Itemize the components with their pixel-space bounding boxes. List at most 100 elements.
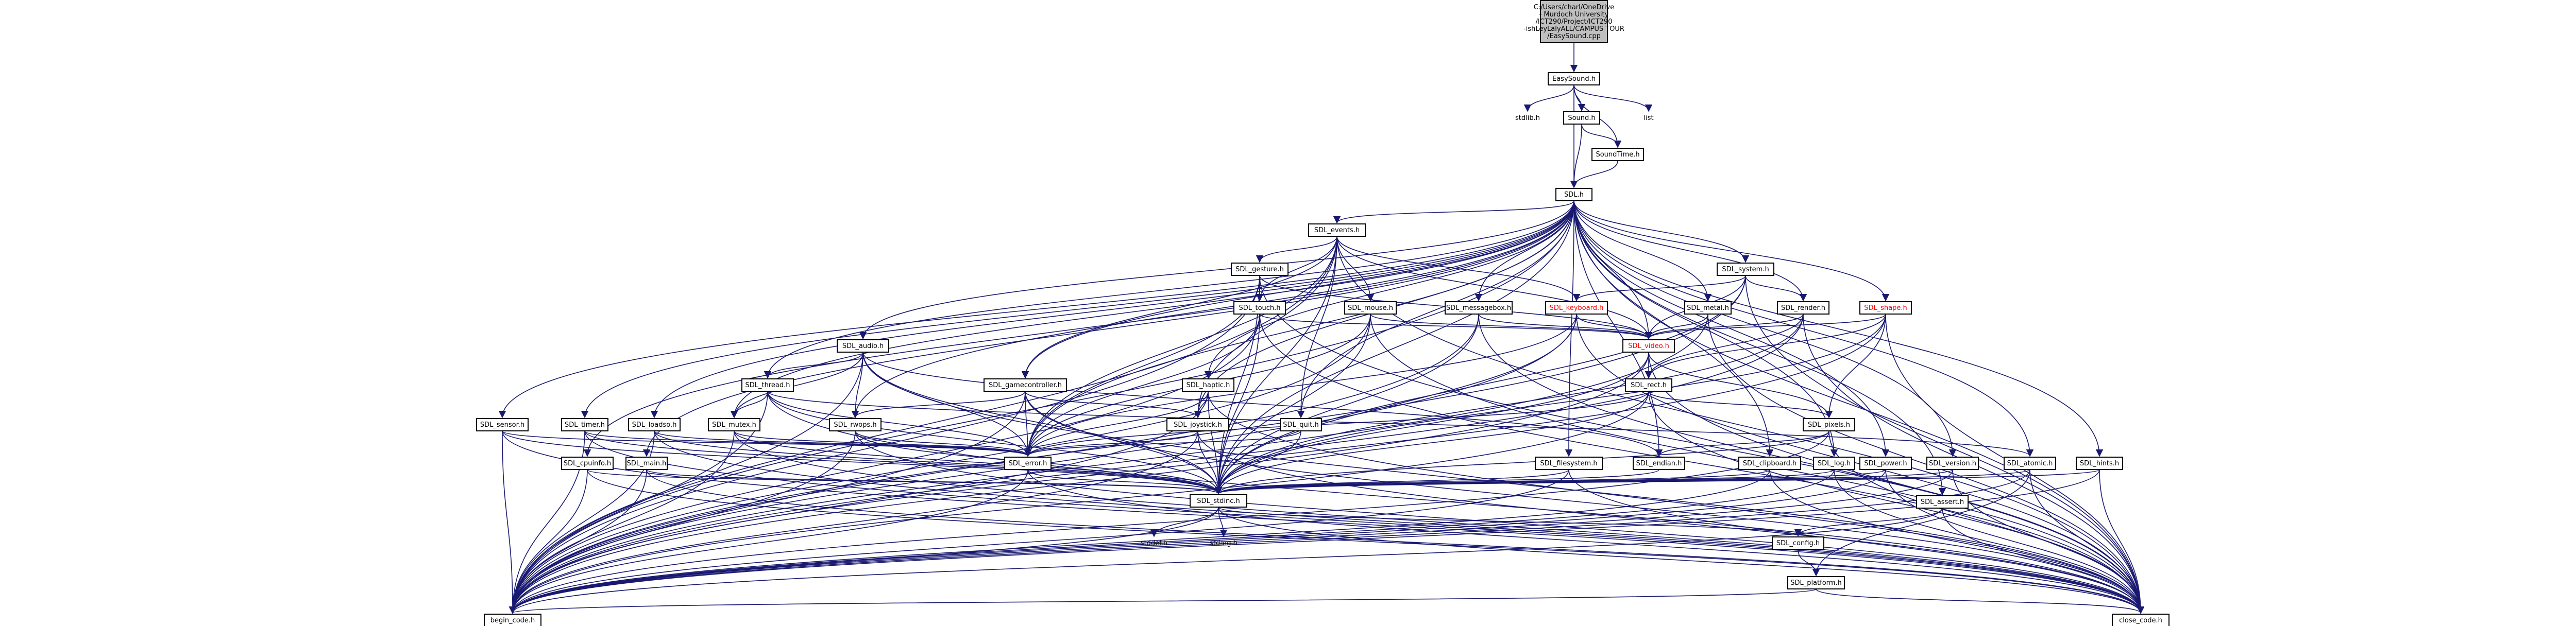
edge-sdl_h-to-audio_h bbox=[859, 200, 1574, 340]
node-events-h[interactable]: SDL_events.h bbox=[1308, 223, 1366, 237]
edge-log_h-to-begin_code_h bbox=[509, 469, 1835, 614]
node-box bbox=[484, 614, 541, 626]
node-metal-h[interactable]: SDL_metal.h bbox=[1684, 301, 1732, 315]
node-sensor-h[interactable]: SDL_sensor.h bbox=[476, 418, 529, 431]
edge-cpuinfo_h-to-close_code_h bbox=[587, 469, 2144, 614]
node-label: close_code.h bbox=[2119, 617, 2162, 624]
edge-sdl_h-to-mutex_h bbox=[730, 200, 1574, 419]
edge-events_h-to-error_h bbox=[1024, 236, 1337, 457]
node-cpuinfo-h[interactable]: SDL_cpuinfo.h bbox=[561, 457, 614, 470]
edge-thread_h-to-error_h bbox=[767, 391, 1032, 457]
edge-gamecontroller_h-to-stdinc_h bbox=[1025, 391, 1223, 495]
node-keyboard-h[interactable]: SDL_keyboard.h bbox=[1545, 301, 1608, 315]
node-audio-h[interactable]: SDL_audio.h bbox=[837, 339, 889, 353]
edge-error_h-to-stdinc_h bbox=[1027, 469, 1223, 495]
node-box bbox=[1280, 418, 1322, 431]
node-label: SDL_keyboard.h bbox=[1550, 304, 1604, 312]
node-touch-h[interactable]: SDL_touch.h bbox=[1233, 301, 1286, 315]
node-label: begin_code.h bbox=[490, 617, 535, 624]
node-label: /EasySound.cpp bbox=[1547, 32, 1601, 40]
edge-keyboard_h-to-error_h bbox=[1024, 314, 1577, 457]
edge-loadso_h-to-close_code_h bbox=[654, 430, 2144, 614]
edge-platform_h-to-begin_code_h bbox=[509, 588, 1817, 614]
node-platform-h[interactable]: SDL_platform.h bbox=[1787, 576, 1845, 589]
node-mouse-h[interactable]: SDL_mouse.h bbox=[1344, 301, 1397, 315]
node-pixels-h[interactable]: SDL_pixels.h bbox=[1803, 418, 1855, 431]
node-atomic-h[interactable]: SDL_atomic.h bbox=[2004, 457, 2056, 470]
node-thread-h[interactable]: SDL_thread.h bbox=[741, 378, 794, 392]
node-label: SDL_config.h bbox=[1776, 540, 1820, 547]
node-soundtime-h[interactable]: SoundTime.h bbox=[1591, 148, 1644, 161]
node-box bbox=[1916, 495, 1969, 509]
node-gesture-h[interactable]: SDL_gesture.h bbox=[1231, 263, 1289, 276]
edge-video_h-to-close_code_h bbox=[1648, 352, 2145, 614]
node-root[interactable]: C:/Users/charl/OneDrive- Murdoch Univers… bbox=[1523, 0, 1624, 43]
edge-atomic_h-to-close_code_h bbox=[2029, 469, 2145, 614]
node-render-h[interactable]: SDL_render.h bbox=[1777, 301, 1829, 315]
edge-events_h-to-close_code_h bbox=[1336, 236, 2145, 614]
node-rwops-h[interactable]: SDL_rwops.h bbox=[829, 418, 882, 431]
node-close-code-h[interactable]: close_code.h bbox=[2112, 614, 2170, 626]
node-mutex-h[interactable]: SDL_mutex.h bbox=[708, 418, 760, 431]
edge-loadso_h-to-error_h bbox=[654, 430, 1031, 457]
node-power-h[interactable]: SDL_power.h bbox=[1859, 457, 1912, 470]
node-log-h[interactable]: SDL_log.h bbox=[1813, 457, 1855, 470]
node-label: SDL_rwops.h bbox=[834, 421, 876, 429]
edge-hints_h-to-begin_code_h bbox=[509, 469, 2100, 614]
node-filesystem-h[interactable]: SDL_filesystem.h bbox=[1535, 457, 1603, 470]
edge-metal_h-to-begin_code_h bbox=[509, 314, 1708, 614]
node-box bbox=[1717, 263, 1774, 276]
edge-rect_h-to-stdinc_h bbox=[1214, 391, 1649, 495]
edge-sensor_h-to-stdinc_h bbox=[502, 430, 1222, 495]
node-stdinc-h[interactable]: SDL_stdinc.h bbox=[1190, 494, 1247, 508]
node-error-h[interactable]: SDL_error.h bbox=[1004, 457, 1052, 470]
node-label: SDL_error.h bbox=[1009, 460, 1047, 467]
node-box bbox=[476, 418, 529, 431]
node-main-h[interactable]: SDL_main.h bbox=[625, 457, 668, 470]
node-label: SDL_power.h bbox=[1864, 460, 1907, 467]
node-box bbox=[2112, 614, 2170, 626]
edge-cpuinfo_h-to-begin_code_h bbox=[509, 469, 588, 614]
node-video-h[interactable]: SDL_video.h bbox=[1622, 339, 1675, 353]
node-box bbox=[2004, 457, 2056, 470]
node-system-h[interactable]: SDL_system.h bbox=[1717, 263, 1774, 276]
node-label: SDL_clipboard.h bbox=[1743, 460, 1797, 467]
node-quit-h[interactable]: SDL_quit.h bbox=[1280, 418, 1322, 431]
node-joystick-h[interactable]: SDL_joystick.h bbox=[1166, 418, 1229, 431]
node-endian-h[interactable]: SDL_endian.h bbox=[1633, 457, 1685, 470]
node-box bbox=[1182, 378, 1234, 392]
node-label: SDL_shape.h bbox=[1864, 304, 1907, 312]
node-label: SDL_mouse.h bbox=[1348, 304, 1393, 312]
edge-timer_h-to-stdinc_h bbox=[584, 430, 1222, 495]
edge-mouse_h-to-video_h bbox=[1370, 314, 1652, 340]
node-box bbox=[1563, 111, 1600, 125]
node-gamecontroller-h[interactable]: SDL_gamecontroller.h bbox=[984, 378, 1067, 392]
node-label: - Murdoch University bbox=[1539, 11, 1609, 19]
node-loadso-h[interactable]: SDL_loadso.h bbox=[628, 418, 681, 431]
node-label: /ICT290/Project/ICT290 bbox=[1536, 18, 1613, 26]
node-haptic-h[interactable]: SDL_haptic.h bbox=[1182, 378, 1234, 392]
node-label: SDL_stdinc.h bbox=[1197, 497, 1240, 505]
node-label: SDL_filesystem.h bbox=[1540, 460, 1597, 467]
node-hints-h[interactable]: SDL_hints.h bbox=[2076, 457, 2123, 470]
node-version-h[interactable]: SDL_version.h bbox=[1926, 457, 1979, 470]
edge-sdl_h-to-render_h bbox=[1573, 200, 1807, 302]
node-label: stddef.h bbox=[1141, 540, 1167, 547]
node-messagebox-h[interactable]: SDL_messagebox.h bbox=[1445, 301, 1513, 315]
node-label: SDL_cpuinfo.h bbox=[564, 460, 611, 467]
node-sdl-h[interactable]: SDL.h bbox=[1555, 188, 1592, 201]
node-config-h[interactable]: SDL_config.h bbox=[1772, 536, 1824, 550]
node-rect-h[interactable]: SDL_rect.h bbox=[1625, 378, 1672, 392]
edge-events_h-to-touch_h bbox=[1256, 236, 1337, 302]
node-timer-h[interactable]: SDL_timer.h bbox=[561, 418, 608, 431]
node-assert-h[interactable]: SDL_assert.h bbox=[1916, 495, 1969, 509]
edge-mutex_h-to-stdinc_h bbox=[734, 430, 1222, 495]
node-shape-h[interactable]: SDL_shape.h bbox=[1859, 301, 1912, 315]
node-begin-code-h[interactable]: begin_code.h bbox=[484, 614, 541, 626]
node-easysound-h[interactable]: EasySound.h bbox=[1548, 72, 1600, 85]
edge-platform_h-to-close_code_h bbox=[1816, 588, 2144, 614]
edge-sdl_h-to-endian_h bbox=[1573, 200, 1663, 457]
edge-haptic_h-to-close_code_h bbox=[1208, 391, 2145, 614]
node-sound-h[interactable]: Sound.h bbox=[1563, 111, 1600, 125]
node-clipboard-h[interactable]: SDL_clipboard.h bbox=[1738, 457, 1801, 470]
